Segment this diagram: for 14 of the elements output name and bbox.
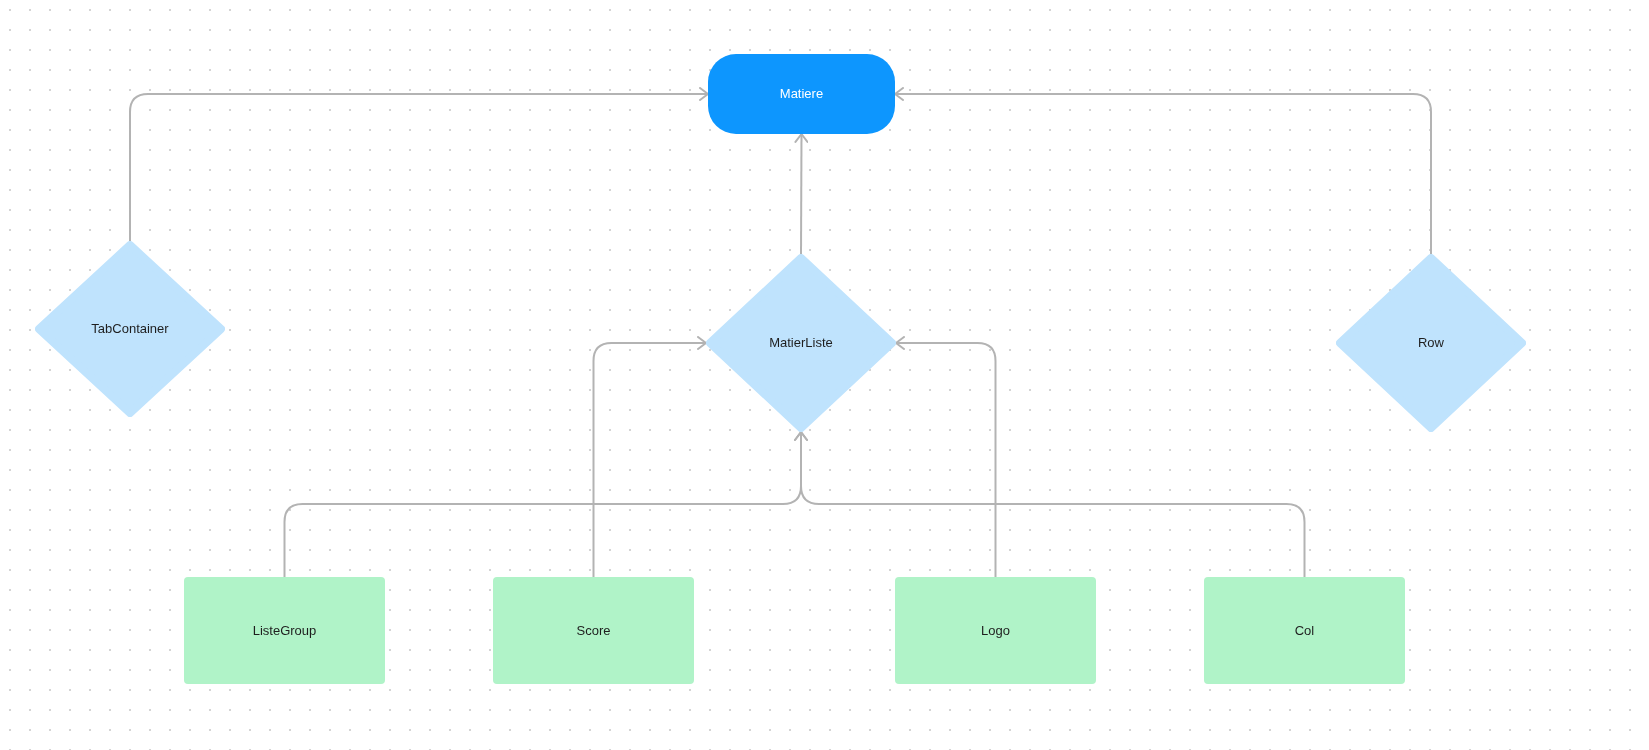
component-box: ListeGroup bbox=[184, 577, 385, 684]
decision-diamond: Row bbox=[1336, 254, 1526, 432]
arrow bbox=[794, 133, 809, 255]
component-box: Score bbox=[493, 577, 694, 684]
arrow bbox=[894, 87, 1432, 255]
start-node: Matiere bbox=[708, 54, 895, 134]
component-box: Logo bbox=[895, 577, 1096, 684]
component-box: Col bbox=[1204, 577, 1405, 684]
arrow bbox=[592, 336, 707, 578]
decision-diamond: TabContainer bbox=[35, 241, 225, 417]
arrow bbox=[129, 87, 709, 242]
arrow bbox=[794, 431, 1306, 578]
arrow bbox=[895, 336, 997, 578]
decision-diamond: MatierListe bbox=[706, 254, 896, 432]
